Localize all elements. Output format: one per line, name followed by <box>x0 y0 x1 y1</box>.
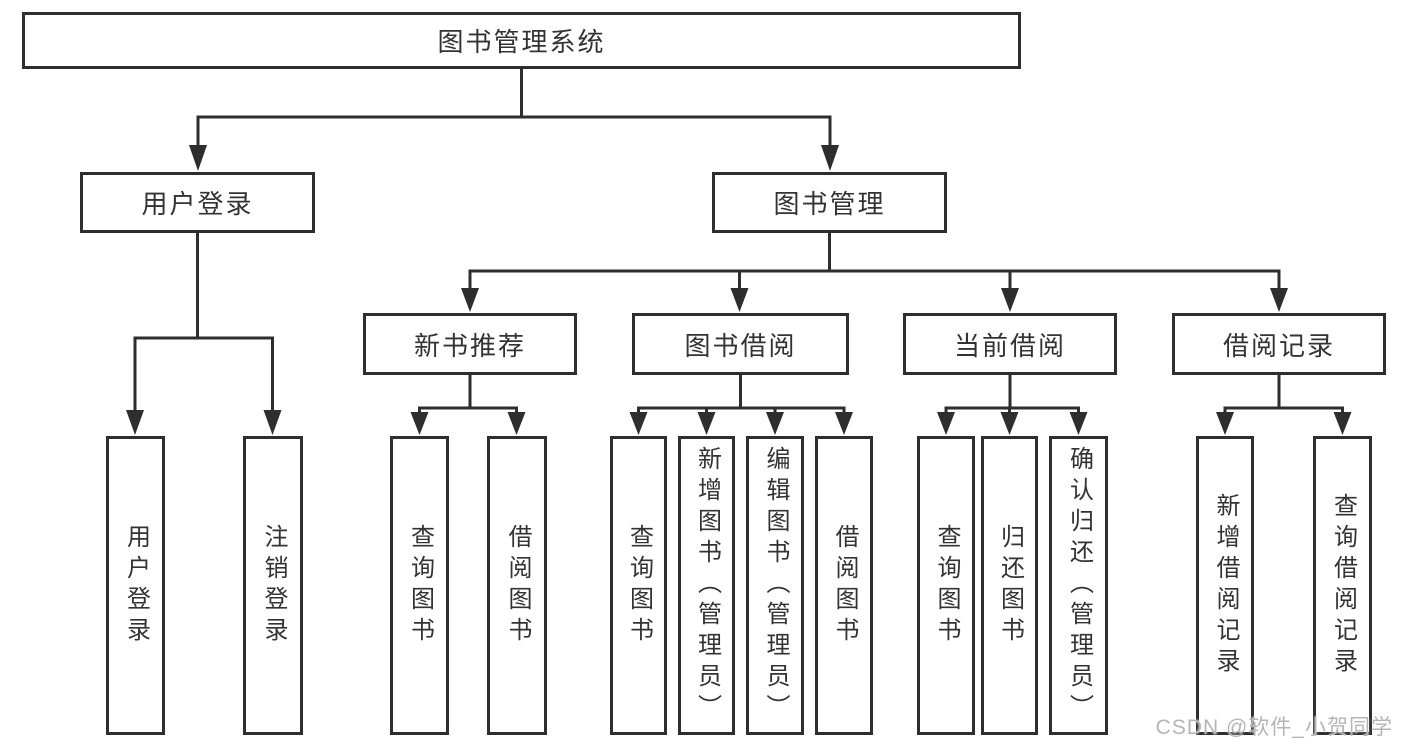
leaf-add-borrow-record: 新增借阅记录 <box>1196 436 1254 735</box>
leaf-query-borrow-record: 查询借阅记录 <box>1313 436 1372 735</box>
csdn-watermark: CSDN @软件_小贺同学 <box>1155 716 1393 739</box>
leaf-edit-book-admin: 编辑图书（管理员） <box>746 436 804 735</box>
node-borrowing-records: 借阅记录 <box>1172 313 1386 375</box>
leaf-confirm-return-admin: 确认归还（管理员） <box>1049 436 1108 735</box>
node-new-book-recommend: 新书推荐 <box>363 313 577 375</box>
leaf-return-books: 归还图书 <box>981 436 1038 735</box>
leaf-query-books-borrowing: 查询图书 <box>610 436 667 735</box>
node-book-management: 图书管理 <box>712 172 947 233</box>
root-node-system: 图书管理系统 <box>22 12 1021 69</box>
leaf-user-login: 用户登录 <box>106 436 165 735</box>
leaf-query-books-recommend: 查询图书 <box>390 436 449 735</box>
leaf-query-books-current: 查询图书 <box>917 436 975 735</box>
node-book-borrowing: 图书借阅 <box>632 313 849 375</box>
leaf-logout: 注销登录 <box>243 436 303 735</box>
leaf-borrow-books-recommend: 借阅图书 <box>487 436 547 735</box>
node-current-borrowing: 当前借阅 <box>903 313 1117 375</box>
node-user-login: 用户登录 <box>80 172 315 233</box>
leaf-borrow-books-borrowing: 借阅图书 <box>815 436 873 735</box>
leaf-add-book-admin: 新增图书（管理员） <box>678 436 735 735</box>
